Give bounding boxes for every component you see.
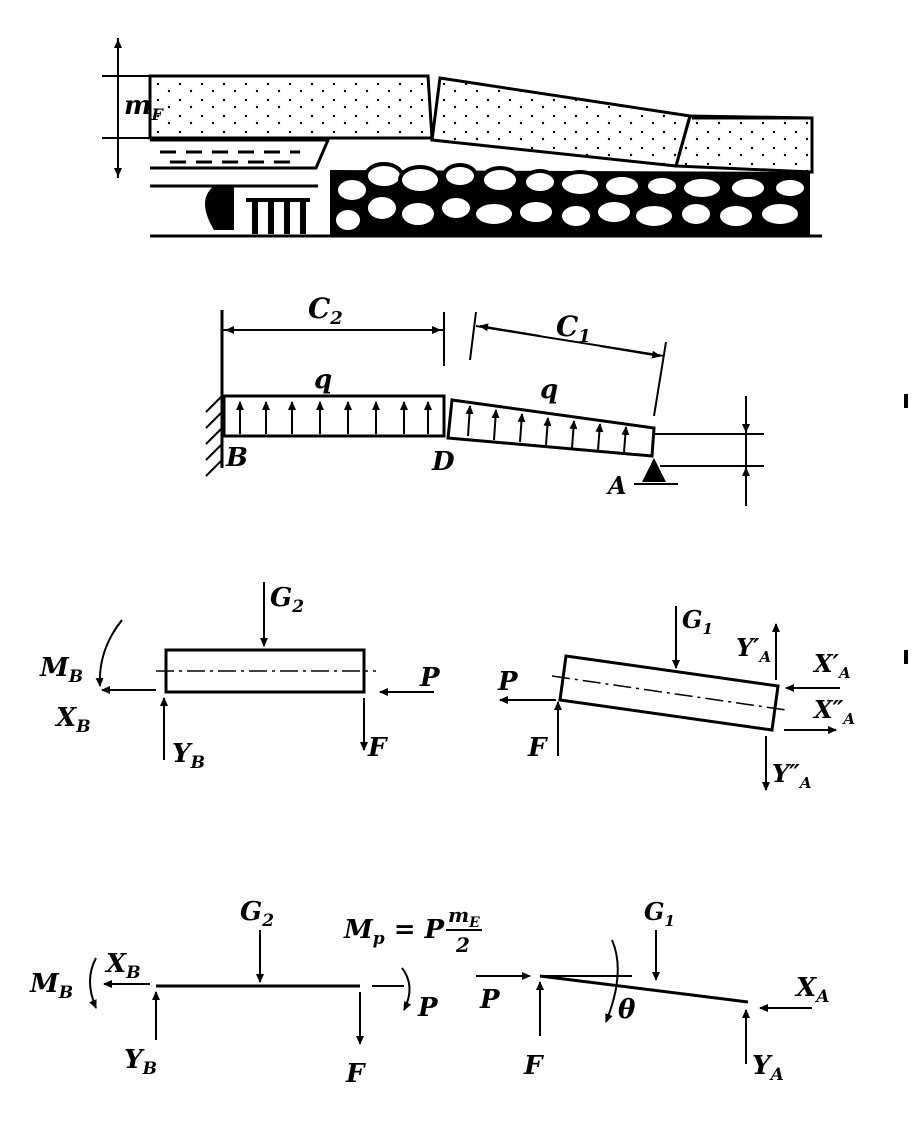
load-arrows-left xyxy=(236,401,432,434)
figure-loaded-beams: C2 C1 q B D xyxy=(205,292,764,506)
xa2-label: X″A xyxy=(812,695,855,728)
ya-line-label: YA xyxy=(752,1051,784,1085)
load-arrows-right xyxy=(465,405,630,453)
angle-arc xyxy=(605,939,619,1023)
wall-hatching xyxy=(205,395,223,477)
figure-fbd-left-block: G2 MB XB YB F P xyxy=(39,582,441,773)
figure-strata-section: mF xyxy=(102,38,822,238)
block-right-fbd xyxy=(558,654,780,732)
p-right-label: P xyxy=(497,667,519,697)
roof-block-right xyxy=(674,114,814,174)
xa1-label: X′A xyxy=(812,649,851,682)
xb-label: XB xyxy=(54,703,91,737)
ya2-label: Y″A xyxy=(772,759,812,792)
moment-mp-arc xyxy=(401,967,412,1011)
figure-fbd-right-block: G1 Y′A X′A X″A Y″A P F xyxy=(497,605,855,792)
moment-mb-arc xyxy=(95,619,123,687)
c2-label: C2 xyxy=(308,292,343,329)
roof-block-middle xyxy=(430,76,692,168)
q-left-label: q xyxy=(314,365,332,395)
point-d-label: D xyxy=(431,447,455,477)
mp-fraction-denominator: 2 xyxy=(455,933,470,957)
p-left-label: P xyxy=(419,663,441,693)
mb-line-label: MB xyxy=(29,969,73,1003)
figure-line-model-right: P F θ G1 XA YA xyxy=(476,897,829,1085)
f-right-label: F xyxy=(527,733,548,763)
figure-line-model-left: G2 MB XB YB F P Mp = P mE 2 xyxy=(29,897,482,1089)
ya1-label: Y′A xyxy=(736,633,771,666)
point-a-label: A xyxy=(606,471,627,500)
point-b-label: B xyxy=(225,443,248,473)
hydraulic-supports xyxy=(205,186,310,234)
beam-b-d xyxy=(222,394,446,438)
page-edge-mark-1 xyxy=(904,394,908,408)
xa-line-label: XA xyxy=(794,973,829,1007)
q-right-label: q xyxy=(540,375,558,405)
seam-outline xyxy=(150,138,331,170)
mp-equation: Mp = P xyxy=(343,915,446,949)
f-line-left-label: F xyxy=(345,1059,366,1089)
g2-line-label: G2 xyxy=(240,897,274,931)
g2-label: G2 xyxy=(270,583,304,617)
yb-line-label: YB xyxy=(124,1045,157,1079)
beam-d-a xyxy=(446,398,656,458)
c1-label: C1 xyxy=(556,310,591,347)
roof-block-left xyxy=(148,74,434,140)
p-line-right-label: P xyxy=(479,985,501,1015)
mp-fraction-numerator: mE xyxy=(448,903,480,931)
xb-line-label: XB xyxy=(104,949,141,983)
line-beam-right xyxy=(539,974,749,1004)
moment-mb-line-arc xyxy=(89,957,97,1009)
f-left-label: F xyxy=(367,733,388,763)
mb-label: MB xyxy=(39,653,83,687)
yb-label: YB xyxy=(172,739,205,773)
caved-rubble xyxy=(330,162,810,236)
pin-support-a xyxy=(642,458,666,482)
theta-label: θ xyxy=(618,995,636,1025)
f-line-right-label: F xyxy=(523,1051,544,1081)
g1-label: G1 xyxy=(682,605,713,638)
p-line-left-label: P xyxy=(417,993,439,1023)
page-edge-mark-2 xyxy=(904,650,908,664)
g1-line-label: G1 xyxy=(644,897,675,930)
